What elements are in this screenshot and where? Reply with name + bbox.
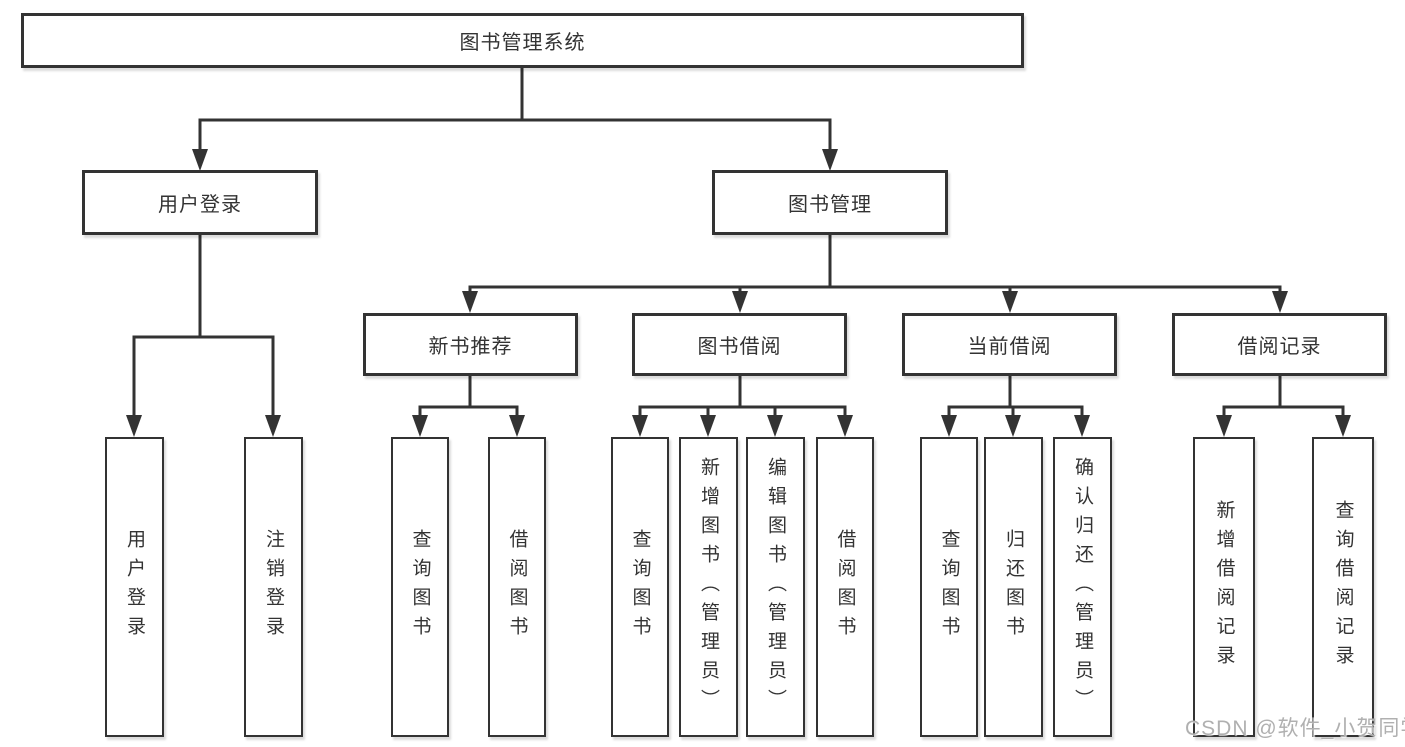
node-label: 借阅记录: [1237, 336, 1322, 358]
node-borrow-records: 借阅记录: [1172, 313, 1387, 376]
node-label: 确认归还（管理员）: [1072, 456, 1093, 718]
arrow-down-icon: [192, 149, 208, 171]
arrow-down-icon: [632, 415, 648, 437]
node-label: 归还图书: [1003, 529, 1024, 645]
connector-new-book: [418, 376, 519, 417]
leaf-add-books-admin: 新增图书（管理员）: [679, 437, 738, 737]
node-label: 借阅图书: [834, 529, 856, 645]
leaf-query-books-borrow: 查询图书: [611, 437, 669, 737]
arrow-down-icon: [265, 415, 281, 437]
leaf-edit-books-admin: 编辑图书（管理员）: [746, 437, 805, 737]
arrow-down-icon: [126, 415, 142, 437]
node-library-system: 图书管理系统: [21, 13, 1024, 68]
node-label: 查询图书: [409, 529, 431, 645]
node-label: 新增图书（管理员）: [698, 456, 719, 718]
arrow-down-icon: [700, 415, 716, 437]
arrow-down-icon: [1335, 415, 1351, 437]
node-label: 编辑图书（管理员）: [765, 456, 786, 718]
arrow-down-icon: [1005, 415, 1021, 437]
leaf-borrow-books-recommend: 借阅图书: [488, 437, 546, 737]
leaf-return-books: 归还图书: [984, 437, 1043, 737]
node-label: 当前借阅: [967, 336, 1052, 358]
connector-root: [198, 68, 832, 154]
arrow-down-icon: [822, 149, 838, 171]
node-label: 用户登录: [158, 194, 242, 216]
node-label: 注销登录: [263, 529, 284, 645]
leaf-confirm-return-admin: 确认归还（管理员）: [1053, 437, 1112, 737]
node-current-borrow: 当前借阅: [902, 313, 1117, 376]
connector-current-borrow: [947, 376, 1084, 417]
arrow-down-icon: [732, 291, 748, 313]
arrow-down-icon: [1272, 291, 1288, 313]
arrow-down-icon: [1074, 415, 1090, 437]
node-new-book-recommend: 新书推荐: [363, 313, 578, 376]
arrow-down-icon: [412, 415, 428, 437]
node-user-login: 用户登录: [82, 170, 318, 235]
node-label: 借阅图书: [506, 529, 528, 645]
leaf-borrow-books: 借阅图书: [816, 437, 874, 737]
arrow-down-icon: [767, 415, 783, 437]
leaf-query-books-recommend: 查询图书: [391, 437, 449, 737]
node-label: 用户登录: [124, 529, 145, 645]
arrow-down-icon: [1216, 415, 1232, 437]
node-label: 新增借阅记录: [1213, 500, 1235, 674]
node-label: 图书管理: [788, 194, 872, 216]
leaf-query-books-current: 查询图书: [920, 437, 978, 737]
arrow-down-icon: [1002, 291, 1018, 313]
arrow-down-icon: [837, 415, 853, 437]
connector-user-login: [132, 235, 275, 418]
node-label: 图书管理系统: [459, 32, 586, 54]
leaf-add-borrow-record: 新增借阅记录: [1193, 437, 1255, 737]
node-book-borrow: 图书借阅: [632, 313, 847, 376]
connector-book-management: [468, 235, 1282, 294]
node-label: 查询图书: [629, 529, 651, 645]
watermark: CSDN @软件_小贺同学: [1185, 717, 1405, 740]
node-label: 查询图书: [938, 529, 960, 645]
connector-borrow-records: [1222, 376, 1345, 417]
leaf-logout: 注销登录: [244, 437, 303, 737]
node-book-management: 图书管理: [712, 170, 948, 235]
connector-book-borrow: [638, 376, 847, 417]
node-label: 图书借阅: [697, 336, 782, 358]
arrow-down-icon: [462, 291, 478, 313]
node-label: 查询借阅记录: [1332, 500, 1354, 674]
arrow-down-icon: [941, 415, 957, 437]
leaf-user-login: 用户登录: [105, 437, 164, 737]
node-label: 新书推荐: [428, 336, 513, 358]
leaf-query-borrow-record: 查询借阅记录: [1312, 437, 1374, 737]
arrow-down-icon: [509, 415, 525, 437]
